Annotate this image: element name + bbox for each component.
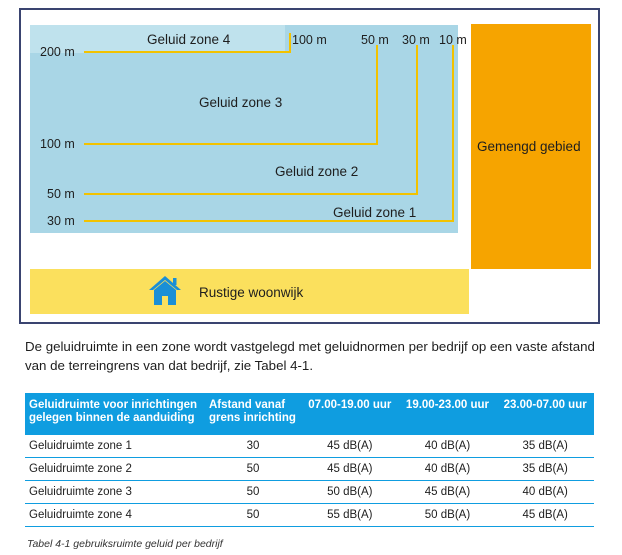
- distance-label-top-50m: 50 m: [361, 33, 389, 47]
- zone-3-boundary-h: [84, 143, 377, 145]
- geluidruimte-table: Geluidruimte voor inrichtingen gelegen b…: [25, 393, 594, 527]
- zone-4-label: Geluid zone 4: [147, 32, 231, 47]
- col-header-geluidruimte: Geluidruimte voor inrichtingen gelegen b…: [25, 393, 205, 435]
- distance-cell: 50: [205, 503, 301, 527]
- zone-2-label: Geluid zone 2: [275, 164, 359, 179]
- night-value-cell: 35 dB(A): [496, 435, 594, 458]
- rustige-woonwijk-label: Rustige woonwijk: [199, 285, 304, 300]
- evening-value-cell: 40 dB(A): [398, 435, 497, 458]
- table-header-row: Geluidruimte voor inrichtingen gelegen b…: [25, 393, 594, 435]
- table-row: Geluidruimte zone 4 50 55 dB(A) 50 dB(A)…: [25, 503, 594, 527]
- distance-label-30m: 30 m: [47, 214, 75, 228]
- day-value-cell: 55 dB(A): [301, 503, 399, 527]
- distance-label-50m: 50 m: [47, 187, 75, 201]
- day-value-cell: 45 dB(A): [301, 457, 399, 481]
- zone-1-boundary-v: [452, 45, 454, 222]
- night-value-cell: 40 dB(A): [496, 480, 594, 504]
- body-paragraph: De geluidruimte in een zone wordt vastge…: [25, 339, 595, 373]
- day-value-cell: 50 dB(A): [301, 480, 399, 504]
- distance-label-top-100m: 100 m: [292, 33, 327, 47]
- zone-4-boundary-h: [84, 51, 290, 53]
- night-value-cell: 45 dB(A): [496, 503, 594, 527]
- col-header-nacht: 23.00-07.00 uur: [496, 393, 594, 435]
- day-value-cell: 45 dB(A): [301, 435, 399, 458]
- sound-zones-area: [30, 25, 458, 233]
- table-row: Geluidruimte zone 2 50 45 dB(A) 40 dB(A)…: [25, 457, 594, 481]
- gemengd-gebied-label: Gemengd gebied: [477, 139, 581, 154]
- zone-2-boundary-h: [84, 193, 417, 195]
- col-header-afstand: Afstand vanaf grens inrichting: [205, 393, 301, 435]
- table-caption: Tabel 4-1 gebruiksruimte geluid per bedr…: [27, 538, 223, 550]
- night-value-cell: 35 dB(A): [496, 457, 594, 481]
- evening-value-cell: 40 dB(A): [398, 457, 497, 481]
- zone-cell: Geluidruimte zone 1: [25, 435, 205, 458]
- evening-value-cell: 50 dB(A): [398, 503, 497, 527]
- distance-cell: 50: [205, 457, 301, 481]
- zone-4-band: [30, 25, 285, 53]
- zone-cell: Geluidruimte zone 4: [25, 503, 205, 527]
- table-row: Geluidruimte zone 3 50 50 dB(A) 45 dB(A)…: [25, 480, 594, 504]
- zone-1-label: Geluid zone 1: [333, 205, 417, 220]
- distance-label-100m: 100 m: [40, 137, 75, 151]
- distance-cell: 30: [205, 435, 301, 458]
- distance-label-top-30m: 30 m: [402, 33, 430, 47]
- zone-2-boundary-v: [416, 45, 418, 195]
- table-row: Geluidruimte zone 1 30 45 dB(A) 40 dB(A)…: [25, 435, 594, 458]
- zone-3-label: Geluid zone 3: [199, 95, 283, 110]
- house-icon: [149, 276, 181, 305]
- evening-value-cell: 45 dB(A): [398, 480, 497, 504]
- zone-4-boundary-v: [289, 33, 291, 53]
- rustige-woonwijk-block: [30, 269, 469, 314]
- zone-1-boundary-h: [84, 220, 454, 222]
- zone-3-boundary-v: [376, 45, 378, 145]
- distance-label-200m: 200 m: [40, 45, 75, 59]
- diagram-frame: [19, 8, 600, 324]
- col-header-avond: 19.00-23.00 uur: [398, 393, 497, 435]
- distance-label-top-10m: 10 m: [439, 33, 467, 47]
- zone-cell: Geluidruimte zone 3: [25, 480, 205, 504]
- distance-cell: 50: [205, 480, 301, 504]
- zone-cell: Geluidruimte zone 2: [25, 457, 205, 481]
- col-header-dag: 07.00-19.00 uur: [301, 393, 399, 435]
- gemengd-gebied-block: [471, 24, 591, 269]
